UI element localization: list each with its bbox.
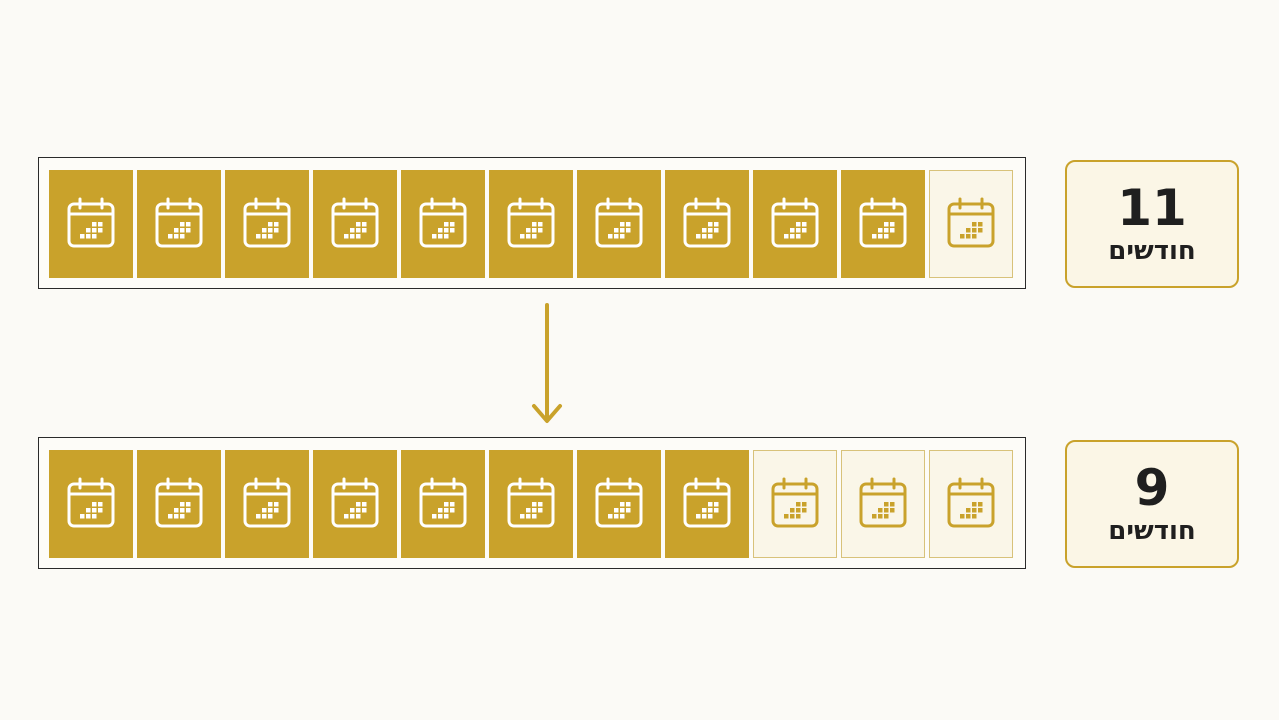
month-cell-filled — [137, 450, 221, 558]
calendar-icon — [683, 197, 731, 248]
month-cell-filled — [49, 170, 133, 278]
calendar-icon — [419, 197, 467, 248]
calendar-icon — [507, 477, 555, 528]
calendar-icon — [67, 477, 115, 528]
calendar-icon — [947, 477, 995, 528]
timeline-strip-before — [38, 157, 1026, 289]
month-cell-filled — [489, 450, 573, 558]
calendar-icon — [595, 197, 643, 248]
month-cell-filled — [313, 170, 397, 278]
calendar-icon — [331, 197, 379, 248]
month-cell-filled — [665, 170, 749, 278]
month-cell-filled — [49, 450, 133, 558]
calendar-icon — [67, 197, 115, 248]
month-cell-filled — [137, 170, 221, 278]
month-count-box-before: 11 חודשים — [1065, 160, 1239, 288]
calendar-icon — [947, 197, 995, 248]
calendar-icon — [771, 197, 819, 248]
month-cell-filled — [313, 450, 397, 558]
month-cells — [49, 170, 1013, 278]
month-cells — [49, 450, 1013, 558]
calendar-icon — [419, 477, 467, 528]
month-cell-empty — [753, 450, 837, 558]
calendar-icon — [771, 477, 819, 528]
calendar-icon — [595, 477, 643, 528]
calendar-icon — [859, 197, 907, 248]
down-arrow-icon — [532, 303, 562, 423]
month-cell-filled — [841, 170, 925, 278]
calendar-icon — [155, 477, 203, 528]
month-cell-filled — [577, 450, 661, 558]
timeline-strip-after — [38, 437, 1026, 569]
calendar-icon — [507, 197, 555, 248]
month-cell-filled — [225, 450, 309, 558]
month-count-unit: חודשים — [1108, 516, 1196, 546]
calendar-icon — [683, 477, 731, 528]
month-cell-filled — [665, 450, 749, 558]
month-count-number: 9 — [1134, 459, 1170, 517]
month-cell-filled — [577, 170, 661, 278]
calendar-icon — [331, 477, 379, 528]
calendar-icon — [243, 197, 291, 248]
month-cell-empty — [841, 450, 925, 558]
month-cell-filled — [401, 450, 485, 558]
month-cell-filled — [489, 170, 573, 278]
month-count-unit: חודשים — [1108, 236, 1196, 266]
month-cell-filled — [753, 170, 837, 278]
calendar-icon — [243, 477, 291, 528]
calendar-icon — [859, 477, 907, 528]
month-cell-empty — [929, 450, 1013, 558]
month-count-box-after: 9 חודשים — [1065, 440, 1239, 568]
calendar-icon — [155, 197, 203, 248]
month-count-number: 11 — [1117, 179, 1187, 237]
month-cell-filled — [401, 170, 485, 278]
month-cell-filled — [225, 170, 309, 278]
month-cell-empty — [929, 170, 1013, 278]
